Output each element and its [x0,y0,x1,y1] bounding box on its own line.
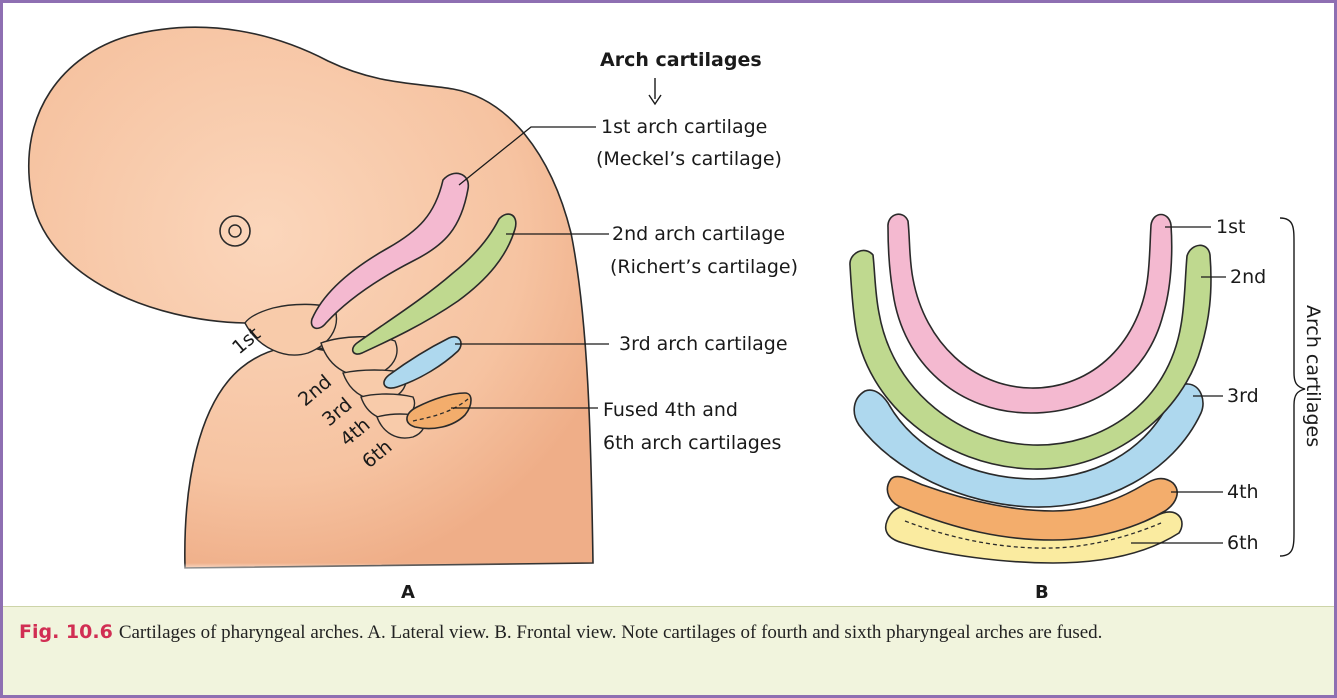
label-third-arch: 3rd arch cartilage [619,333,788,355]
figure-number: Fig. 10.6 [19,621,113,643]
caption-text: Cartilages of pharyngeal arches. A. Late… [119,622,1103,643]
label-first-arch-sub: (Meckel’s cartilage) [596,148,782,170]
figure-caption: Fig. 10.6 Cartilages of pharyngeal arches… [3,606,1334,695]
first-arch-bar [888,214,1172,413]
label-second-arch: 2nd arch cartilage [612,223,785,245]
label-second-arch-sub: (Richert’s cartilage) [610,256,798,278]
b-label-6th: 6th [1227,532,1259,554]
label-fused-sub: 6th arch cartilages [603,432,781,454]
b-label-4th: 4th [1227,481,1259,503]
b-label-3rd: 3rd [1227,385,1259,407]
panel-b: 1st 2nd 3rd 4th 6th Arch cartilages B [850,214,1324,603]
panel-a: 1st 2nd 3rd 4th 6th Arch cartilages 1st … [29,27,798,603]
figure-illustration: 1st 2nd 3rd 4th 6th Arch cartilages 1st … [3,3,1334,606]
curly-bracket [1280,218,1305,556]
label-first-arch: 1st arch cartilage [601,116,767,138]
arch-cartilages-heading: Arch cartilages [600,49,762,71]
b-label-1st: 1st [1216,216,1245,238]
body-fade [181,523,601,573]
panel-b-letter: B [1035,582,1049,603]
panel-a-letter: A [401,582,415,603]
bracket-label: Arch cartilages [1302,305,1324,447]
embryo-body [29,27,593,568]
label-fused: Fused 4th and [603,399,738,421]
b-label-2nd: 2nd [1230,266,1266,288]
